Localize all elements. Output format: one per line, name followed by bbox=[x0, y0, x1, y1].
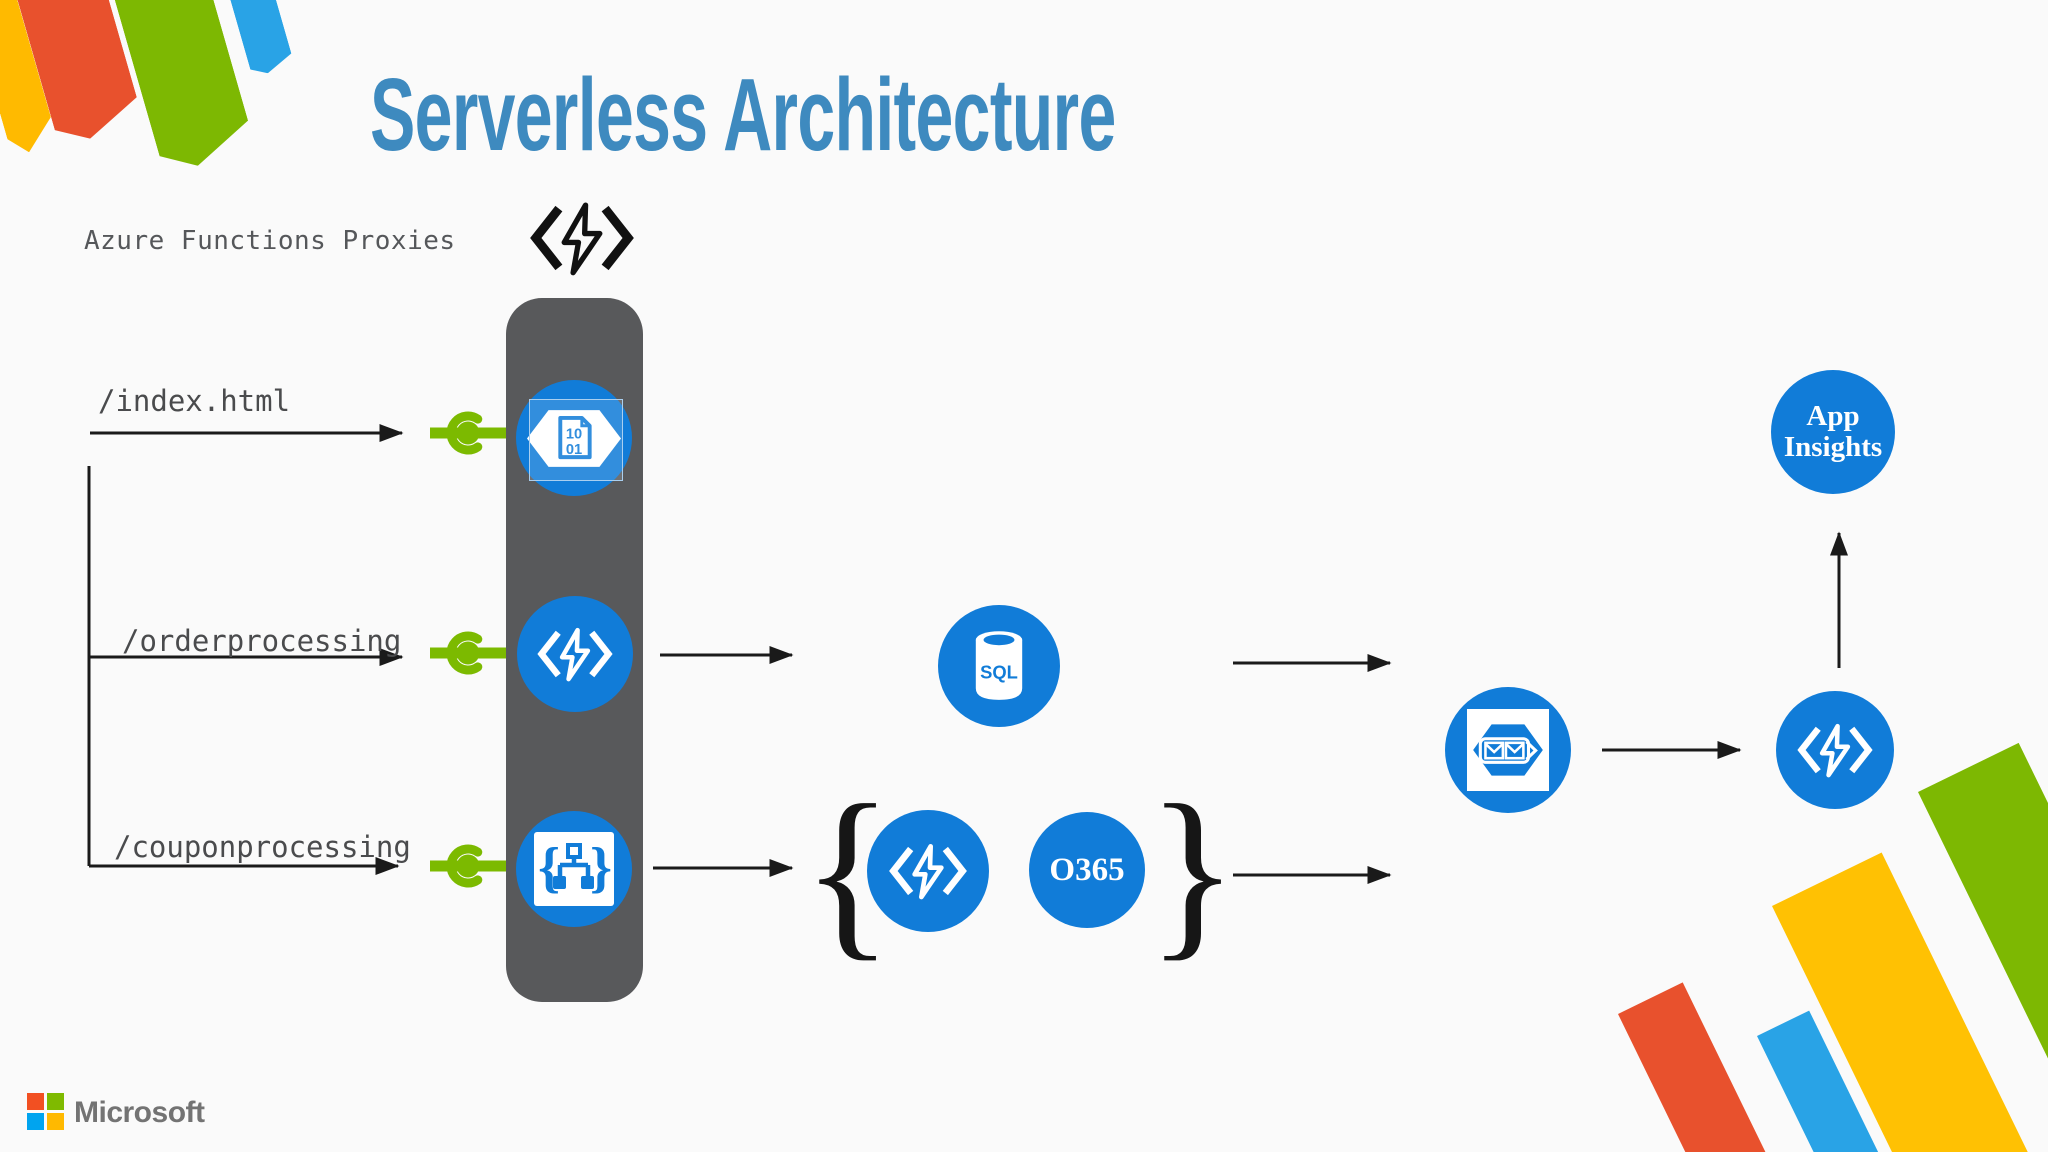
functions-bolt-icon bbox=[537, 627, 613, 682]
route-label-couponprocessing: /couponprocessing bbox=[114, 830, 411, 864]
group-brace-right: } bbox=[1147, 767, 1239, 977]
svg-text:}: } bbox=[590, 837, 612, 899]
svg-text:{: { bbox=[538, 837, 560, 899]
subtitle-label: Azure Functions Proxies bbox=[84, 226, 456, 256]
service-bus-envelopes-icon bbox=[1467, 709, 1549, 791]
workflow-badge: { } bbox=[516, 811, 632, 927]
ms-square-green bbox=[47, 1093, 64, 1110]
route-label-orderprocessing: /orderprocessing bbox=[122, 624, 402, 658]
app-insights-line1: App bbox=[1806, 400, 1860, 432]
o365-label: O365 bbox=[1049, 851, 1125, 888]
microsoft-logo-icon bbox=[27, 1093, 64, 1130]
code-doc-line2: 01 bbox=[566, 442, 582, 458]
sql-database-icon: SQL bbox=[975, 631, 1023, 700]
proxy-endpoint-icon bbox=[430, 844, 506, 888]
selection-box bbox=[529, 399, 623, 481]
ms-square-red bbox=[27, 1093, 44, 1110]
microsoft-wordmark: Microsoft bbox=[74, 1096, 205, 1129]
proxy-endpoint-icon bbox=[430, 631, 506, 675]
sql-label: SQL bbox=[980, 662, 1018, 683]
sql-database-badge: SQL bbox=[938, 605, 1060, 727]
code-doc-line1: 10 bbox=[566, 426, 582, 442]
functions-bolt-black-icon bbox=[530, 202, 634, 276]
app-insights-line2: Insights bbox=[1783, 431, 1883, 463]
proxy-endpoint-icon bbox=[430, 411, 506, 455]
functions-badge bbox=[517, 596, 633, 712]
functions-bolt-icon bbox=[889, 844, 967, 900]
app-insights-badge: App Insights bbox=[1771, 370, 1895, 494]
functions-badge bbox=[867, 810, 989, 932]
ms-square-blue bbox=[27, 1113, 44, 1130]
functions-badge bbox=[1776, 691, 1894, 809]
ms-square-yellow bbox=[47, 1113, 64, 1130]
page-title: Serverless Architecture bbox=[370, 57, 1116, 172]
o365-badge: O365 bbox=[1029, 812, 1145, 928]
functions-bolt-icon bbox=[1797, 723, 1873, 778]
workflow-braces-icon: { } bbox=[534, 832, 614, 906]
service-bus-badge bbox=[1445, 687, 1571, 813]
route-label-index: /index.html bbox=[98, 384, 291, 418]
code-document-hexagon-icon: 10 01 bbox=[527, 409, 621, 467]
